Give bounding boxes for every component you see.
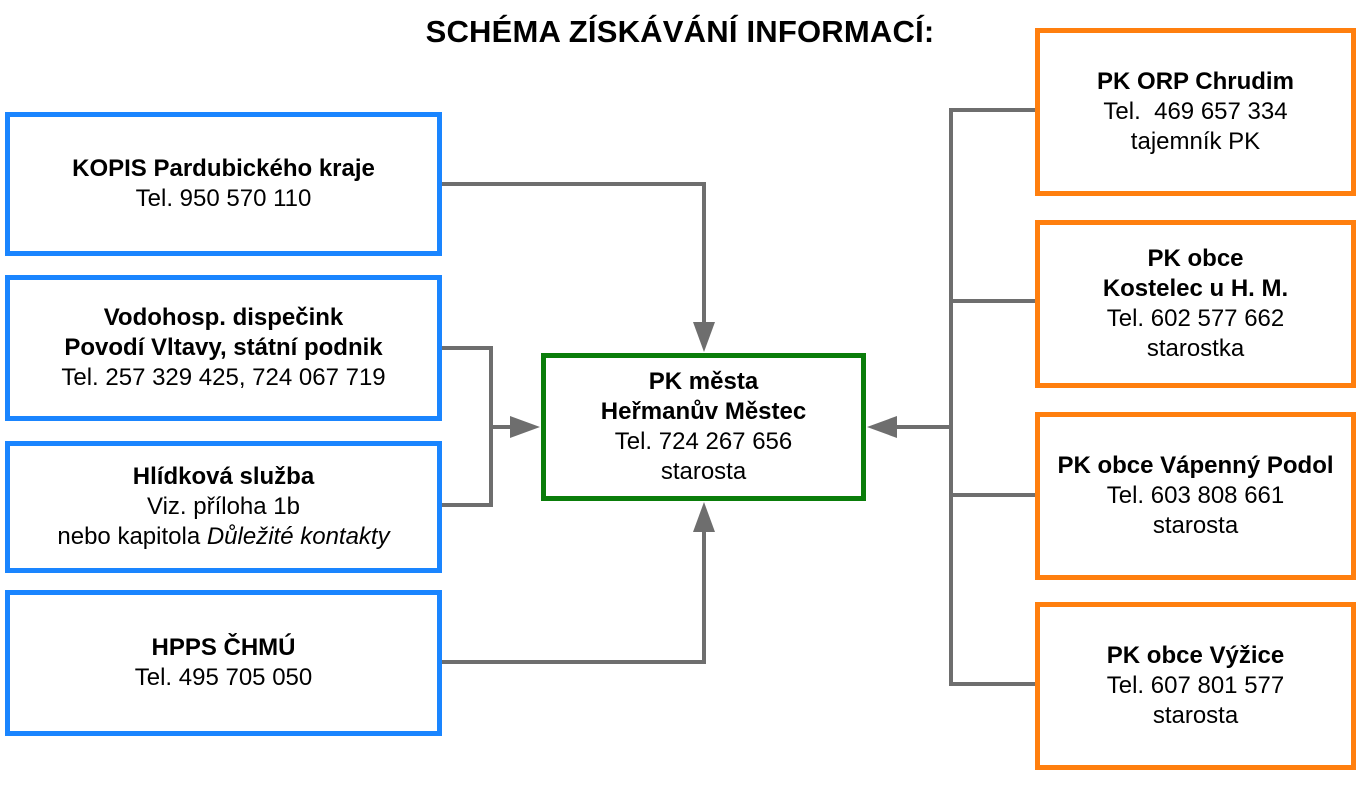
orp-name: PK ORP Chrudim bbox=[1097, 68, 1294, 95]
orp-role: tajemník PK bbox=[1130, 128, 1261, 155]
vodohosp-name-line2: Povodí Vltavy, státní podnik bbox=[64, 334, 383, 361]
hpps-name: HPPS ČHMÚ bbox=[151, 634, 296, 661]
hlidkova-line2: Viz. příloha 1b bbox=[147, 493, 300, 520]
center-name-line2: Heřmanův Městec bbox=[600, 398, 807, 425]
orp-phone: Tel. 469 657 334 bbox=[1103, 98, 1288, 125]
vodohosp-box: Vodohosp. dispečink Povodí Vltavy, státn… bbox=[5, 275, 442, 421]
center-phone: Tel. 724 267 656 bbox=[614, 428, 793, 455]
hlidkova-line3-italic: Důležité kontakty bbox=[206, 523, 390, 550]
center-box: PK města Heřmanův Městec Tel. 724 267 65… bbox=[541, 353, 866, 501]
diagram-title: SCHÉMA ZÍSKÁVÁNÍ INFORMACÍ: bbox=[425, 14, 935, 49]
arrowhead-top bbox=[693, 322, 715, 352]
kopis-name: KOPIS Pardubického kraje bbox=[72, 155, 375, 182]
kopis-phone: Tel. 950 570 110 bbox=[135, 185, 312, 212]
arrowhead-bottom bbox=[693, 502, 715, 532]
kostelec-name-line2: Kostelec u H. M. bbox=[1102, 275, 1289, 302]
kopis-box: KOPIS Pardubického kraje Tel. 950 570 11… bbox=[5, 112, 442, 256]
orp-box: PK ORP Chrudim Tel. 469 657 334 tajemník… bbox=[1035, 28, 1356, 196]
kostelec-box: PK obce Kostelec u H. M. Tel. 602 577 66… bbox=[1035, 220, 1356, 388]
vyzice-role: starosta bbox=[1152, 702, 1239, 729]
arrowhead-right bbox=[867, 416, 897, 438]
connector-right-bus bbox=[949, 108, 1035, 686]
hpps-phone: Tel. 495 705 050 bbox=[134, 664, 313, 691]
vapenny-name: PK obce Vápenný Podol bbox=[1057, 452, 1334, 479]
arrowhead-left bbox=[510, 416, 540, 438]
center-role: starosta bbox=[660, 458, 747, 485]
center-name-line1: PK města bbox=[648, 368, 759, 395]
vapenny-box: PK obce Vápenný Podol Tel. 603 808 661 s… bbox=[1035, 412, 1356, 580]
vyzice-phone: Tel. 607 801 577 bbox=[1106, 672, 1285, 699]
connector-hpps-to-center bbox=[442, 515, 706, 664]
kostelec-role: starostka bbox=[1146, 335, 1245, 362]
vapenny-phone: Tel. 603 808 661 bbox=[1106, 482, 1285, 509]
vyzice-name: PK obce Výžice bbox=[1106, 642, 1285, 669]
connector-vodohosp-bracket bbox=[442, 346, 493, 507]
hlidkova-line3-prefix: nebo kapitola bbox=[57, 523, 207, 550]
vodohosp-phone: Tel. 257 329 425, 724 067 719 bbox=[61, 364, 386, 391]
kostelec-phone: Tel. 602 577 662 bbox=[1106, 305, 1285, 332]
vyzice-box: PK obce Výžice Tel. 607 801 577 starosta bbox=[1035, 602, 1356, 770]
connector-kopis-to-center bbox=[442, 182, 706, 340]
hlidkova-box: Hlídková služba Viz. příloha 1b nebo kap… bbox=[5, 441, 442, 573]
hlidkova-line3: nebo kapitola Důležité kontakty bbox=[57, 522, 389, 552]
vodohosp-name-line1: Vodohosp. dispečink bbox=[103, 304, 344, 331]
hlidkova-name: Hlídková služba bbox=[132, 463, 315, 490]
hpps-box: HPPS ČHMÚ Tel. 495 705 050 bbox=[5, 590, 442, 736]
kostelec-name-line1: PK obce bbox=[1147, 245, 1244, 272]
vapenny-role: starosta bbox=[1152, 512, 1239, 539]
